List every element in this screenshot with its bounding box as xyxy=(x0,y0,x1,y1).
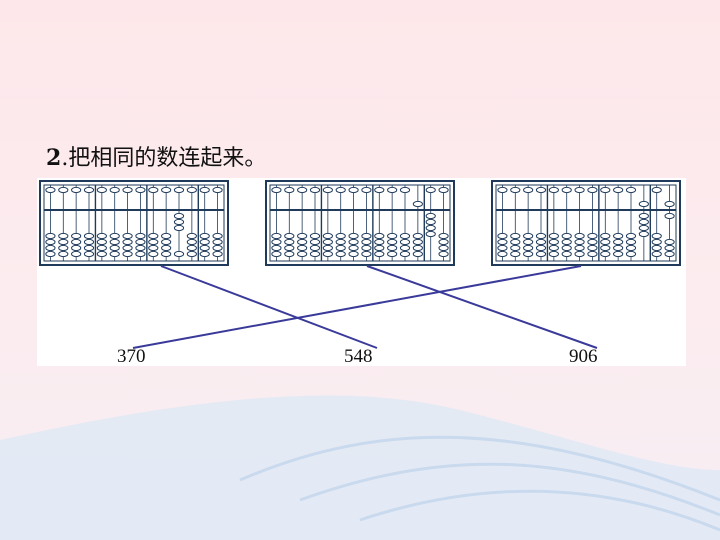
abacus-left xyxy=(39,180,229,266)
abacus-middle xyxy=(265,180,455,266)
connection-lines xyxy=(132,265,598,349)
connection-line-left-to-548 xyxy=(160,265,378,349)
question-number: 2 xyxy=(46,145,62,171)
answer-906[interactable]: 906 xyxy=(569,346,598,367)
connection-line-right-to-370 xyxy=(132,265,582,349)
question-title: 2.把相同的数连起来。 xyxy=(46,145,267,171)
exercise-panel: 370 548 906 xyxy=(37,178,686,367)
answer-548[interactable]: 548 xyxy=(344,346,373,367)
question-text: 把相同的数连起来。 xyxy=(68,146,267,171)
connection-line-middle-to-906 xyxy=(366,265,598,349)
answer-370[interactable]: 370 xyxy=(117,346,146,367)
abacus-right xyxy=(491,180,681,266)
